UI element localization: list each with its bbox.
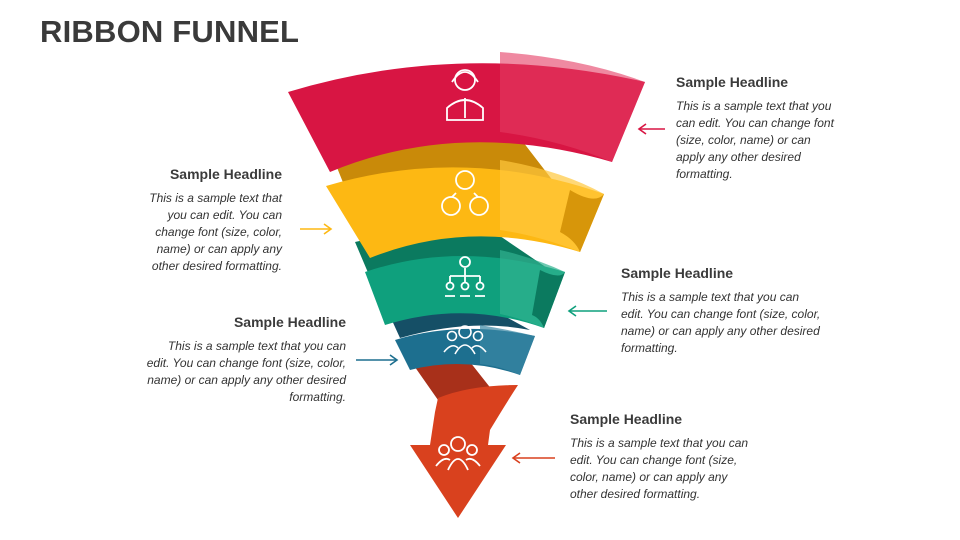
stage-4-headline: Sample Headline [233,314,346,330]
stage-2-text: Sample Headline This is a sample text th… [130,166,282,275]
people-icon [435,436,481,471]
stage-2-body: This is a sample text that you can edit.… [149,191,282,273]
pointer-arrow-5 [511,452,555,464]
group-network-icon [441,170,489,216]
org-chart-icon [445,256,485,297]
stage-4-text: Sample Headline This is a sample text th… [146,314,346,406]
stage-5-text: Sample Headline This is a sample text th… [570,411,755,503]
pointer-arrow-2 [300,223,333,235]
page-title: RIBBON FUNNEL [40,14,300,49]
ribbon-arrow-orange [410,385,518,518]
stage-3-body: This is a sample text that you can edit.… [621,290,821,355]
stage-1-text: Sample Headline This is a sample text th… [676,74,836,183]
pointer-arrow-3 [567,305,607,317]
stage-4-body: This is a sample text that you can edit.… [146,339,346,404]
person-icon [446,69,484,121]
stage-3-headline: Sample Headline [621,265,734,281]
team-icon [443,325,487,355]
stage-5-body: This is a sample text that you can edit.… [570,436,749,501]
stage-1-body: This is a sample text that you can edit.… [676,99,834,181]
stage-3-text: Sample Headline This is a sample text th… [621,265,821,357]
stage-1-headline: Sample Headline [676,74,789,90]
pointer-arrow-1 [637,123,665,135]
stage-2-headline: Sample Headline [169,166,282,182]
pointer-arrow-4 [356,354,399,366]
stage-5-headline: Sample Headline [570,411,683,427]
